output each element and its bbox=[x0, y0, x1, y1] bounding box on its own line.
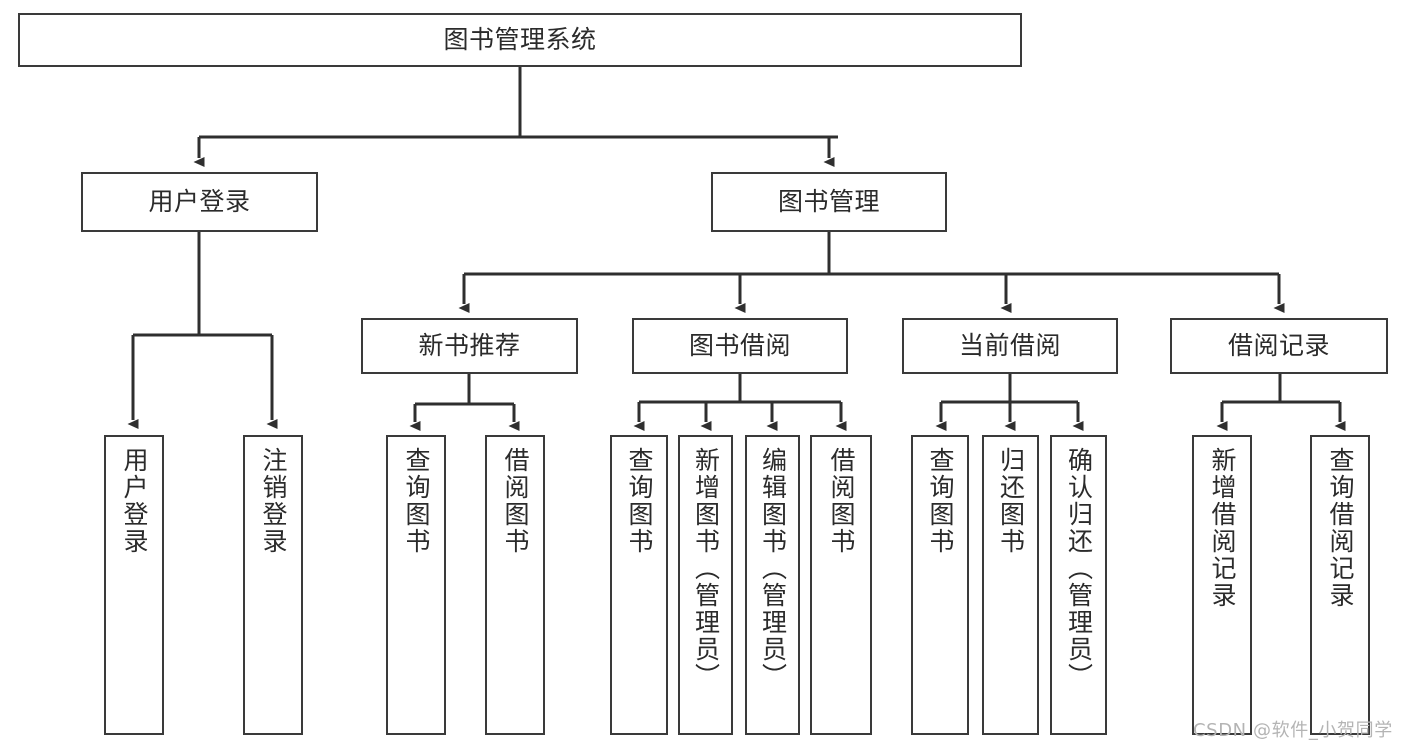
node-borrow-record-label: 借阅记录 bbox=[1227, 331, 1330, 361]
node-leaf-query-book-2-label: 查询图书 bbox=[625, 447, 654, 555]
node-leaf-add-record-label: 新增借阅记录 bbox=[1208, 447, 1237, 609]
node-leaf-return-book[interactable]: 归还图书 bbox=[982, 435, 1039, 735]
node-book-borrow-label: 图书借阅 bbox=[688, 331, 791, 361]
node-leaf-query-book-3[interactable]: 查询图书 bbox=[911, 435, 969, 735]
node-borrow-record[interactable]: 借阅记录 bbox=[1170, 318, 1388, 374]
node-leaf-query-book-3-label: 查询图书 bbox=[926, 447, 955, 555]
node-leaf-return-book-label: 归还图书 bbox=[996, 447, 1026, 555]
node-user-login[interactable]: 用户登录 bbox=[81, 172, 318, 232]
node-leaf-borrow-book-2[interactable]: 借阅图书 bbox=[810, 435, 872, 735]
node-leaf-add-book-label: 新增图书（管理员） bbox=[691, 447, 721, 690]
node-leaf-add-book[interactable]: 新增图书（管理员） bbox=[678, 435, 733, 735]
node-leaf-borrow-book-1[interactable]: 借阅图书 bbox=[485, 435, 545, 735]
node-root[interactable]: 图书管理系统 bbox=[18, 13, 1022, 67]
node-user-login-label: 用户登录 bbox=[148, 187, 251, 217]
node-book-borrow[interactable]: 图书借阅 bbox=[632, 318, 848, 374]
node-leaf-query-book-2[interactable]: 查询图书 bbox=[610, 435, 668, 735]
node-leaf-logout-login-label: 注销登录 bbox=[259, 447, 288, 555]
csdn-watermark: CSDN @软件_小贺同学 bbox=[1193, 720, 1393, 741]
node-root-label: 图书管理系统 bbox=[443, 25, 597, 55]
node-leaf-add-record[interactable]: 新增借阅记录 bbox=[1192, 435, 1252, 735]
node-leaf-edit-book-label: 编辑图书（管理员） bbox=[758, 447, 788, 690]
node-leaf-edit-book[interactable]: 编辑图书（管理员） bbox=[745, 435, 800, 735]
node-book-manage-label: 图书管理 bbox=[777, 187, 880, 217]
node-leaf-query-book-1-label: 查询图书 bbox=[402, 447, 431, 555]
node-book-manage[interactable]: 图书管理 bbox=[711, 172, 947, 232]
node-leaf-confirm-return[interactable]: 确认归还（管理员） bbox=[1050, 435, 1107, 735]
node-current-borrow-label: 当前借阅 bbox=[958, 331, 1061, 361]
node-leaf-borrow-book-2-label: 借阅图书 bbox=[827, 447, 856, 555]
node-leaf-user-login[interactable]: 用户登录 bbox=[104, 435, 164, 735]
node-leaf-query-record[interactable]: 查询借阅记录 bbox=[1310, 435, 1370, 735]
node-leaf-query-book-1[interactable]: 查询图书 bbox=[386, 435, 446, 735]
node-new-book-recommend-label: 新书推荐 bbox=[418, 331, 521, 361]
node-leaf-confirm-return-label: 确认归还（管理员） bbox=[1064, 447, 1094, 690]
node-leaf-query-record-label: 查询借阅记录 bbox=[1326, 447, 1355, 609]
node-leaf-logout-login[interactable]: 注销登录 bbox=[243, 435, 303, 735]
node-current-borrow[interactable]: 当前借阅 bbox=[902, 318, 1118, 374]
node-leaf-user-login-label: 用户登录 bbox=[120, 447, 149, 555]
node-leaf-borrow-book-1-label: 借阅图书 bbox=[501, 447, 530, 555]
node-new-book-recommend[interactable]: 新书推荐 bbox=[361, 318, 578, 374]
